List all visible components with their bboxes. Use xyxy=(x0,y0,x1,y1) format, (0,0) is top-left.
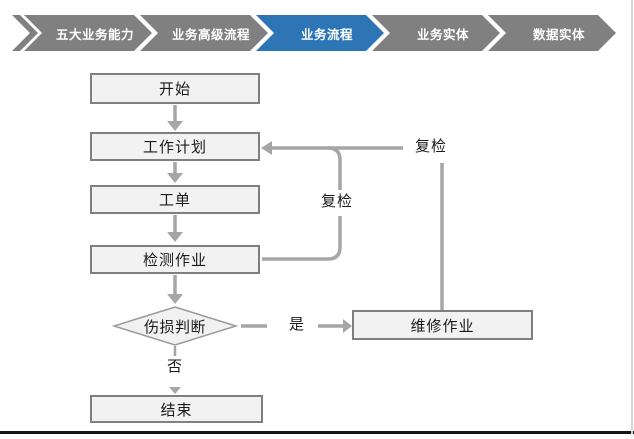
arrowhead-down-icon xyxy=(167,294,183,304)
node-label: 维修作业 xyxy=(410,317,475,335)
diamond-shape xyxy=(112,306,238,346)
edge-label-no: 否 xyxy=(160,357,190,377)
node-work-order[interactable]: 工单 xyxy=(90,185,260,214)
node-label: 工单 xyxy=(158,192,191,209)
node-repair[interactable]: 维修作业 xyxy=(352,310,533,340)
breadcrumb-item-label: 数据实体 xyxy=(532,27,585,42)
node-label: 开始 xyxy=(158,81,191,98)
edge-label-yes: 是 xyxy=(282,315,312,335)
node-start[interactable]: 开始 xyxy=(90,73,260,104)
breadcrumb-item-capabilities[interactable]: 五大业务能力 xyxy=(24,15,152,51)
arrowhead-left-icon xyxy=(261,141,272,155)
edge-recheck-inner-upper xyxy=(327,146,342,190)
frame-right-line xyxy=(631,0,633,434)
arrowhead-down-small-icon xyxy=(169,387,181,394)
node-end[interactable]: 结束 xyxy=(90,395,263,423)
edge-recheck-inner-lower xyxy=(262,216,342,261)
arrowhead-down-icon xyxy=(167,232,183,242)
edge-label-recheck-inner: 复检 xyxy=(314,192,360,212)
breadcrumb-item-label: 业务实体 xyxy=(416,27,469,42)
arrowhead-down-icon xyxy=(167,173,183,183)
breadcrumb: 五大业务能力 业务高级流程 业务流程 业务实体 数据实体 xyxy=(0,15,634,51)
breadcrumb-item-label: 业务流程 xyxy=(300,27,353,42)
breadcrumb-item-business-process[interactable]: 业务流程 xyxy=(256,15,384,51)
edge-label-recheck-outer: 复检 xyxy=(408,137,454,157)
arrowhead-down-icon xyxy=(167,121,183,131)
node-label: 检测作业 xyxy=(142,252,207,269)
node-work-plan[interactable]: 工作计划 xyxy=(90,132,260,161)
breadcrumb-item-label: 五大业务能力 xyxy=(55,27,134,42)
breadcrumb-item-data-entity[interactable]: 数据实体 xyxy=(488,15,616,51)
breadcrumb-item-high-level-process[interactable]: 业务高级流程 xyxy=(140,15,268,51)
frame-bottom-line xyxy=(0,431,634,434)
breadcrumb-item-label: 业务高级流程 xyxy=(171,27,250,42)
arrowhead-right-icon xyxy=(343,319,352,333)
node-label: 结束 xyxy=(160,401,193,419)
node-label: 伤损判断 xyxy=(143,318,206,336)
node-damage-judgment[interactable]: 伤损判断 xyxy=(112,306,238,346)
breadcrumb-item-business-entity[interactable]: 业务实体 xyxy=(372,15,500,51)
node-label: 工作计划 xyxy=(142,139,207,156)
node-inspection[interactable]: 检测作业 xyxy=(90,245,260,274)
